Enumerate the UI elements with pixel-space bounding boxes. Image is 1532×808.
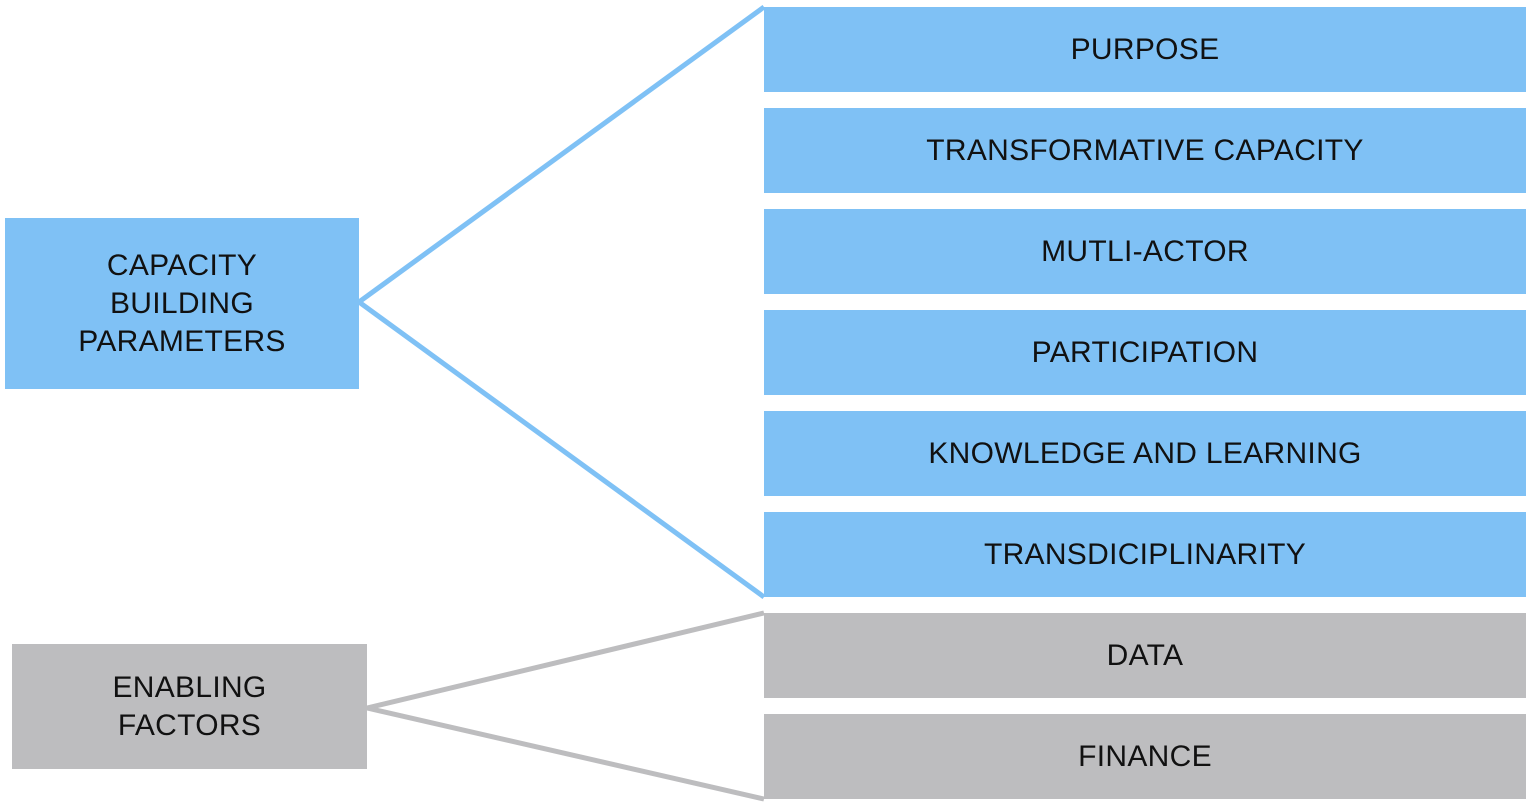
item-data: DATA (764, 613, 1526, 698)
capacity-building-parameters-label: CAPACITY BUILDING PARAMETERS (78, 248, 286, 358)
item-label: MUTLI-ACTOR (1041, 234, 1249, 268)
capacity-building-parameters-box: CAPACITY BUILDING PARAMETERS (5, 218, 359, 389)
item-purpose: PURPOSE (764, 7, 1526, 92)
item-knowledge-and-learning: KNOWLEDGE AND LEARNING (764, 411, 1526, 496)
item-transdiciplinarity: TRANSDICIPLINARITY (764, 512, 1526, 597)
enabling-factors-label: ENABLING FACTORS (112, 670, 267, 742)
enabling-factors-box: ENABLING FACTORS (12, 644, 367, 769)
item-participation: PARTICIPATION (764, 310, 1526, 395)
item-mutli-actor: MUTLI-ACTOR (764, 209, 1526, 294)
item-label: KNOWLEDGE AND LEARNING (928, 436, 1362, 470)
item-finance: FINANCE (764, 714, 1526, 799)
item-label: FINANCE (1078, 739, 1212, 773)
item-label: PURPOSE (1070, 32, 1220, 66)
item-label: DATA (1106, 638, 1184, 672)
item-label: PARTICIPATION (1031, 335, 1259, 369)
item-label: TRANSFORMATIVE CAPACITY (926, 133, 1364, 167)
enabling-connector-bottom (366, 705, 765, 802)
capacity-connector-top (357, 4, 766, 305)
capacity-connector-bottom (357, 299, 766, 600)
item-label: TRANSDICIPLINARITY (983, 537, 1307, 571)
enabling-connector-top (366, 610, 765, 711)
item-transformative-capacity: TRANSFORMATIVE CAPACITY (764, 108, 1526, 193)
